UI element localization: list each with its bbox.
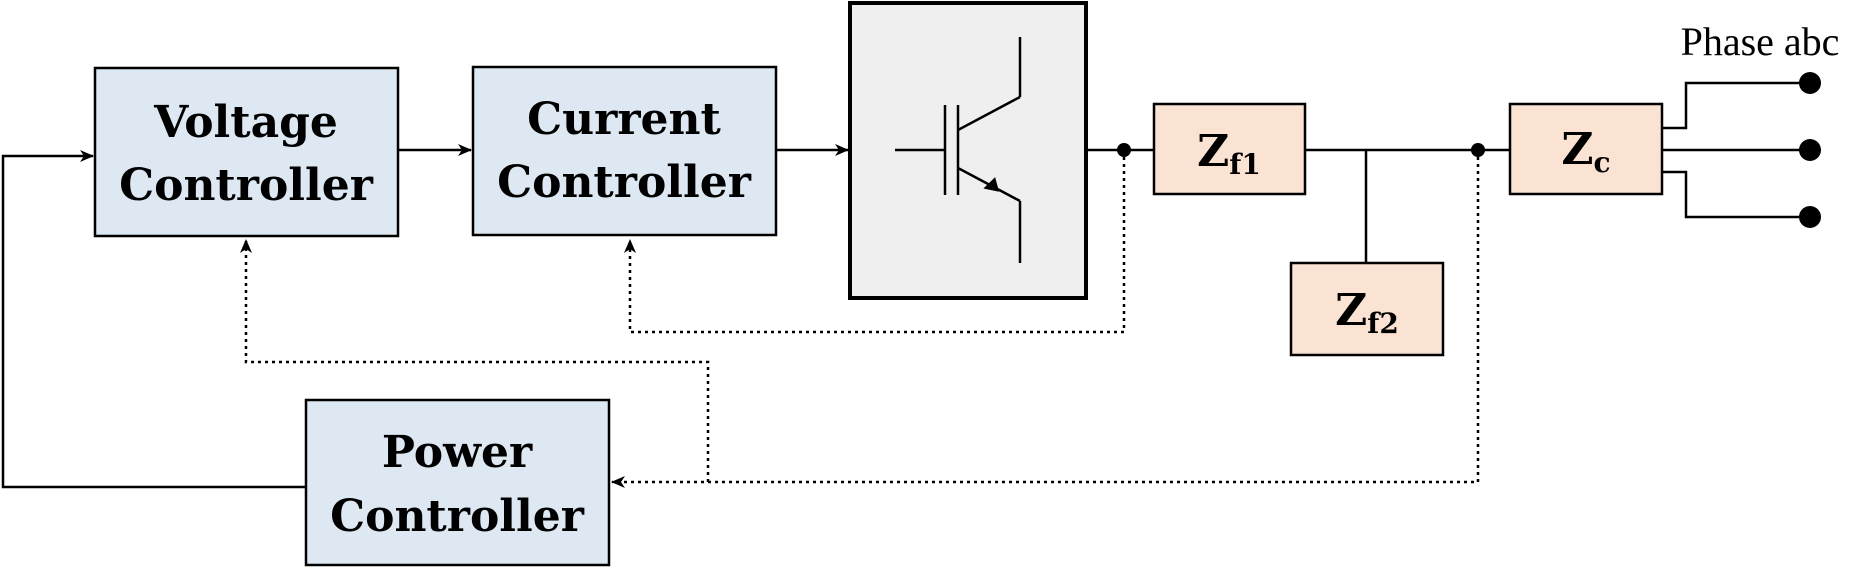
zf2-label: Zf2 xyxy=(1335,285,1399,340)
zc-label-subscript: c xyxy=(1594,146,1611,179)
current-controller-block: Current Controller xyxy=(471,65,778,237)
power-controller-label-line1: Power xyxy=(382,427,533,478)
voltage-controller-label-line2: Controller xyxy=(119,160,374,211)
power-controller-block: Power Controller xyxy=(304,398,611,567)
voltage-controller-label-line1: Voltage xyxy=(153,97,338,148)
current-measure-junction-dot xyxy=(1117,143,1131,157)
power-controller-label-line2: Controller xyxy=(330,491,585,542)
current-feedback-line xyxy=(624,150,1126,334)
power-controller-box xyxy=(304,398,611,567)
zf2-impedance-block: Zf2 xyxy=(1289,261,1445,357)
switch-box xyxy=(848,1,1088,300)
phase-c-line xyxy=(1662,170,1806,219)
phase-abc-label: Phase abc xyxy=(1681,19,1840,64)
zf2-label-subscript: f2 xyxy=(1367,307,1399,340)
zf1-label-subscript: f1 xyxy=(1229,148,1261,181)
power-to-voltage-feedback-arrow xyxy=(1,150,306,489)
voltage-controller-box xyxy=(93,66,400,238)
phase-c-terminal-dot xyxy=(1799,206,1821,228)
phase-a-terminal-dot xyxy=(1799,72,1821,94)
voltage-measure-junction-dot xyxy=(1471,143,1485,157)
zc-label-base: Z xyxy=(1561,124,1593,175)
zf1-label-base: Z xyxy=(1197,126,1229,177)
zf2-box xyxy=(1289,261,1445,357)
zf1-impedance-block: Zf1 xyxy=(1152,102,1307,196)
zf2-label-base: Z xyxy=(1335,285,1367,336)
phase-b-terminal-dot xyxy=(1799,139,1821,161)
switch-block xyxy=(848,1,1088,300)
junctions xyxy=(1117,72,1821,228)
current-controller-box xyxy=(471,65,778,237)
power-feedback-line xyxy=(611,150,1480,488)
zc-impedance-block: Zc xyxy=(1508,102,1664,196)
igbt-transistor-icon xyxy=(895,37,1022,263)
current-controller-label-line2: Controller xyxy=(497,157,752,208)
voltage-controller-block: Voltage Controller xyxy=(93,66,400,238)
current-controller-label-line1: Current xyxy=(527,94,721,145)
zf1-label: Zf1 xyxy=(1197,126,1261,181)
voltage-feedback-line xyxy=(240,239,710,482)
zc-label: Zc xyxy=(1561,124,1610,179)
measurement-feedback-lines xyxy=(240,150,1480,488)
phase-a-line xyxy=(1662,81,1806,130)
